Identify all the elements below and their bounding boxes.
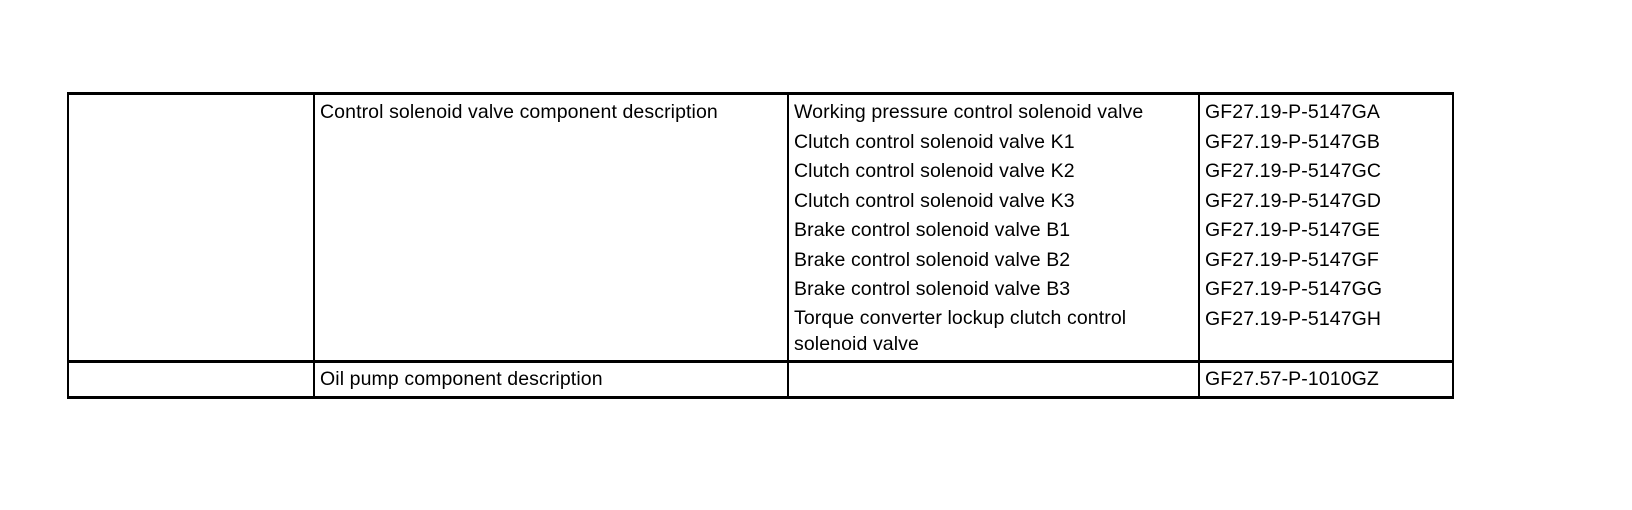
list-item: Torque converter lockup clutch control s… [794,306,1127,355]
list-item: Clutch control solenoid valve K2 [794,160,1075,182]
cell-empty-leading-text [69,363,313,367]
list-item: Brake control solenoid valve B1 [794,219,1071,241]
list-item: Clutch control solenoid valve K1 [794,130,1075,153]
cell-group-label: Control solenoid valve component descrip… [314,93,789,361]
document-code: GF27.19-P-5147GA [1205,101,1381,123]
list-item [794,365,1198,395]
cell-item-list [788,361,1200,398]
table-row-group-oil-pump: Oil pump component description GF27.57-P… [67,361,1454,398]
list-item: Clutch control solenoid valve K3 [794,189,1075,212]
cell-item-list: Working pressure control solenoid valve … [788,93,1200,361]
cell-empty-leading [67,93,315,361]
document-code: GF27.19-P-5147GG [1205,278,1383,300]
table-row: Control solenoid valve component descrip… [67,93,1454,361]
table-row-group-control-solenoid-valve: Control solenoid valve component descrip… [67,93,1454,361]
cell-group-label: Oil pump component description [314,361,789,398]
group-label-text: Oil pump component description [320,367,603,390]
document-code: GF27.57-P-1010GZ [1205,367,1379,390]
group-label-text: Control solenoid valve component descrip… [320,101,718,123]
component-description-table: Control solenoid valve component descrip… [67,92,1454,399]
cell-empty-leading [67,361,315,398]
table-row: Oil pump component description GF27.57-P… [67,361,1454,398]
document-code: GF27.19-P-5147GF [1205,248,1379,271]
cell-empty-leading-text [69,95,313,101]
document-code: GF27.19-P-5147GE [1205,219,1381,241]
list-item: Working pressure control solenoid valve [794,101,1144,123]
document-code: GF27.19-P-5147GH [1205,307,1382,330]
cell-code-list: GF27.19-P-5147GA GF27.19-P-5147GB GF27.1… [1199,93,1454,361]
document-code: GF27.19-P-5147GD [1205,189,1382,212]
document-code: GF27.19-P-5147GB [1205,130,1381,153]
list-item: Brake control solenoid valve B2 [794,248,1071,271]
list-item: Brake control solenoid valve B3 [794,278,1071,300]
document-code: GF27.19-P-5147GC [1205,160,1382,182]
cell-code-list: GF27.57-P-1010GZ [1199,361,1454,398]
